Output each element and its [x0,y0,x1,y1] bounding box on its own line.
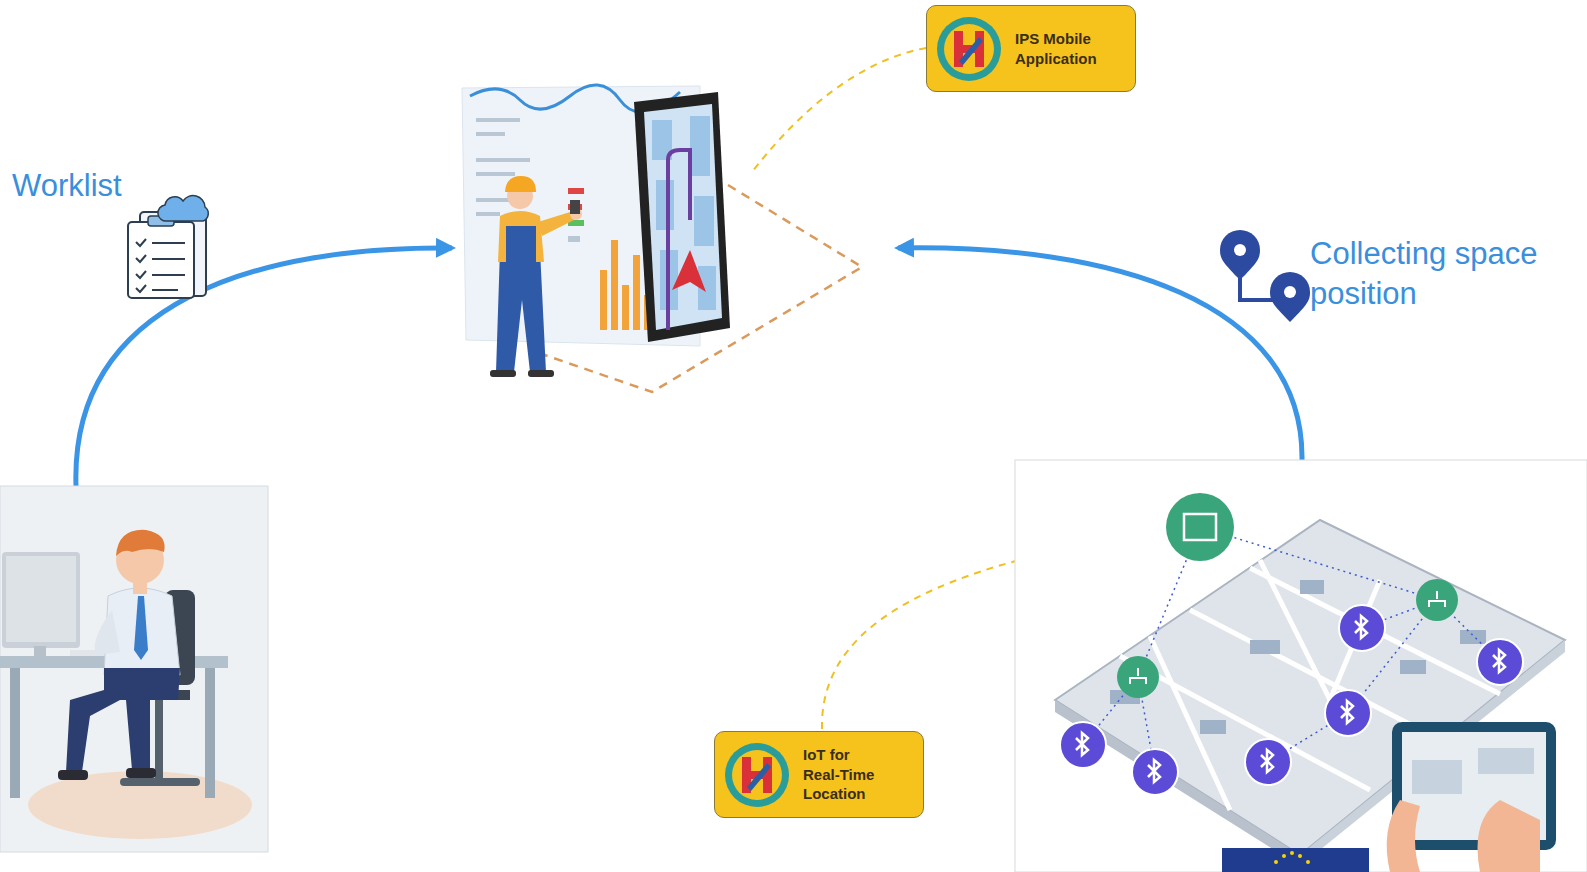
flow-arrow [898,248,1302,460]
building-illustration [1015,460,1587,872]
ips-illustration [462,85,862,392]
leader-line [752,48,926,172]
badge-text: IPS Mobile Application [1015,29,1115,68]
office-worker [0,486,268,852]
badge-text: IoT for Real-Time Location [803,745,889,804]
badge-box: IPS Mobile Application [926,5,1136,92]
badge-box: IoT for Real-Time Location [714,731,924,818]
pin-icon [1220,230,1310,322]
flow-label: Worklist [12,166,162,206]
logo-icon [935,15,1003,83]
logo-icon [723,741,791,809]
worklist-icon [128,196,208,298]
flow-label: Collecting space position [1310,234,1578,315]
